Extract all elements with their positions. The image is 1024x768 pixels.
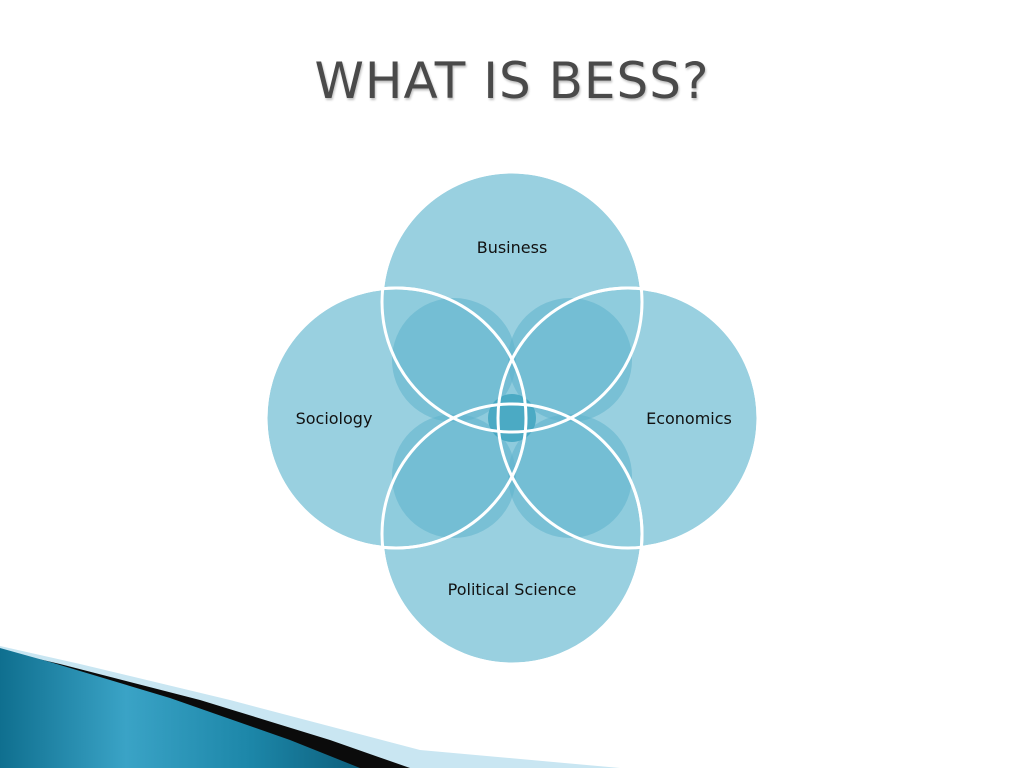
outline-sociology xyxy=(264,286,528,550)
label-economics: Economics xyxy=(646,409,732,428)
outline-business xyxy=(380,170,644,434)
swoosh-blue xyxy=(0,648,360,768)
label-sociology: Sociology xyxy=(296,409,373,428)
overlap-political-science-sociology xyxy=(392,414,516,538)
overlap-economics-political-science xyxy=(508,414,632,538)
venn-outlines xyxy=(264,170,760,666)
overlap-center xyxy=(488,394,536,442)
corner-swoosh-decoration xyxy=(0,646,620,768)
overlap-sociology-business xyxy=(392,298,516,422)
outline-economics xyxy=(496,286,760,550)
label-political-science: Political Science xyxy=(448,580,577,599)
label-business: Business xyxy=(477,238,548,257)
outline-political-science xyxy=(380,402,644,666)
overlap-business-economics xyxy=(508,298,632,422)
slide-title: WHAT IS BESS? xyxy=(314,52,710,110)
